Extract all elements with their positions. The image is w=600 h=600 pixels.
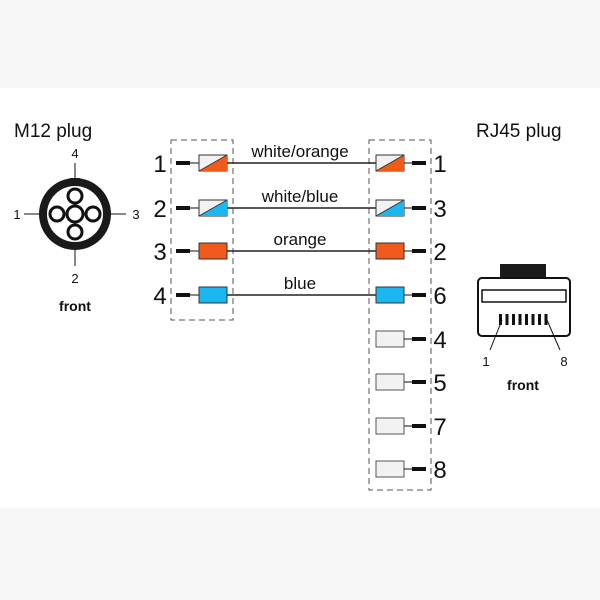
rj45-pin-number: 4 (433, 327, 446, 354)
m12-socket-right (84, 205, 102, 223)
rj45-contact (525, 314, 528, 325)
rj45-wire-color-box (375, 242, 405, 260)
rj45-wire-color-box (375, 154, 405, 172)
m12-center-pin (65, 204, 85, 224)
rj45-pin-stub (412, 293, 426, 297)
m12-wire-color-box (198, 286, 228, 304)
m12-connector-face (24, 163, 126, 266)
rj45-wire-color-box (375, 199, 405, 217)
m12-pin-stub (176, 206, 190, 210)
wire-label: blue (284, 274, 316, 293)
rj45-contact (499, 314, 502, 325)
m12-pin-number: 2 (153, 196, 166, 223)
rj45-body (477, 277, 571, 337)
rj45-pin-label-right: 8 (560, 354, 567, 369)
rj45-pin-label-left: 1 (482, 354, 489, 369)
connection-layer: 1 white/orange 1 2 white/blue 3 3 orange 2 4 blue 6 (153, 142, 446, 310)
m12-pin-stub (176, 293, 190, 297)
m12-pin-label-bottom: 2 (71, 271, 78, 286)
rj45-pin-stub (412, 380, 426, 384)
wire-label: white/blue (261, 187, 339, 206)
m12-socket-bottom (66, 223, 84, 241)
rj45-pin-stub (412, 161, 426, 165)
unused-pin-box (375, 330, 405, 348)
unused-pin-row: 7 (375, 414, 447, 441)
rj45-contact (518, 314, 522, 325)
rj45-front-label: front (507, 377, 539, 393)
wire-label: orange (274, 230, 327, 249)
m12-pin-stub (176, 161, 190, 165)
rj45-pin-number: 5 (433, 370, 446, 397)
m12-coding-key (70, 178, 80, 184)
unused-pin-box (375, 417, 405, 435)
m12-wire-color-box (198, 199, 228, 217)
rj45-pin-stub (412, 337, 426, 341)
m12-title: M12 plug (14, 121, 92, 142)
unused-pin-row: 8 (375, 457, 447, 484)
connection-row: 4 blue 6 (153, 274, 446, 310)
rj45-pin-stub (412, 249, 426, 253)
unused-pins-layer: 4 5 7 8 (375, 327, 447, 484)
rj45-contact (544, 314, 548, 325)
m12-pin-label-left: 1 (13, 207, 20, 222)
m12-pin-label-right: 3 (132, 207, 139, 222)
m12-front-label: front (59, 298, 91, 314)
rj45-pin-stub (412, 424, 426, 428)
m12-socket-top (66, 187, 84, 205)
rj45-pin-number: 6 (433, 283, 446, 310)
rj45-contact (531, 314, 535, 325)
connection-row: 2 white/blue 3 (153, 187, 446, 223)
connection-row: 1 white/orange 1 (153, 142, 446, 178)
unused-pin-row: 4 (375, 327, 447, 354)
rj45-connector-face (477, 264, 571, 351)
rj45-pin-number: 7 (433, 414, 446, 441)
m12-pin-stub (176, 249, 190, 253)
m12-pin-group-box (170, 139, 234, 321)
rj45-pin-number: 1 (433, 151, 446, 178)
m12-pin-number: 3 (153, 239, 166, 266)
m12-pin-number: 1 (153, 151, 166, 178)
rj45-pin-number: 8 (433, 457, 446, 484)
rj45-leader-right (546, 319, 561, 351)
m12-socket-left (48, 205, 66, 223)
rj45-top-bar (481, 289, 567, 303)
connection-row: 3 orange 2 (153, 230, 446, 266)
rj45-pin-number: 2 (433, 239, 446, 266)
unused-pin-row: 5 (375, 370, 447, 397)
m12-wire-color-box (198, 154, 228, 172)
rj45-title: RJ45 plug (476, 121, 562, 142)
unused-pin-box (375, 460, 405, 478)
m12-pin-number: 4 (153, 283, 166, 310)
rj45-wire-color-box (375, 286, 405, 304)
wire-label: white/orange (250, 142, 348, 161)
m12-wire-color-box (198, 242, 228, 260)
rj45-pin-group-box (368, 139, 432, 491)
rj45-leader-left (489, 319, 503, 351)
rj45-contact (538, 314, 541, 325)
rj45-pin-number: 3 (433, 196, 446, 223)
m12-pin-label-top: 4 (71, 146, 78, 161)
rj45-contacts (499, 314, 548, 325)
rj45-pin-stub (412, 206, 426, 210)
rj45-contact (505, 314, 509, 325)
rj45-contact (512, 314, 515, 325)
rj45-pin-stub (412, 467, 426, 471)
unused-pin-box (375, 373, 405, 391)
